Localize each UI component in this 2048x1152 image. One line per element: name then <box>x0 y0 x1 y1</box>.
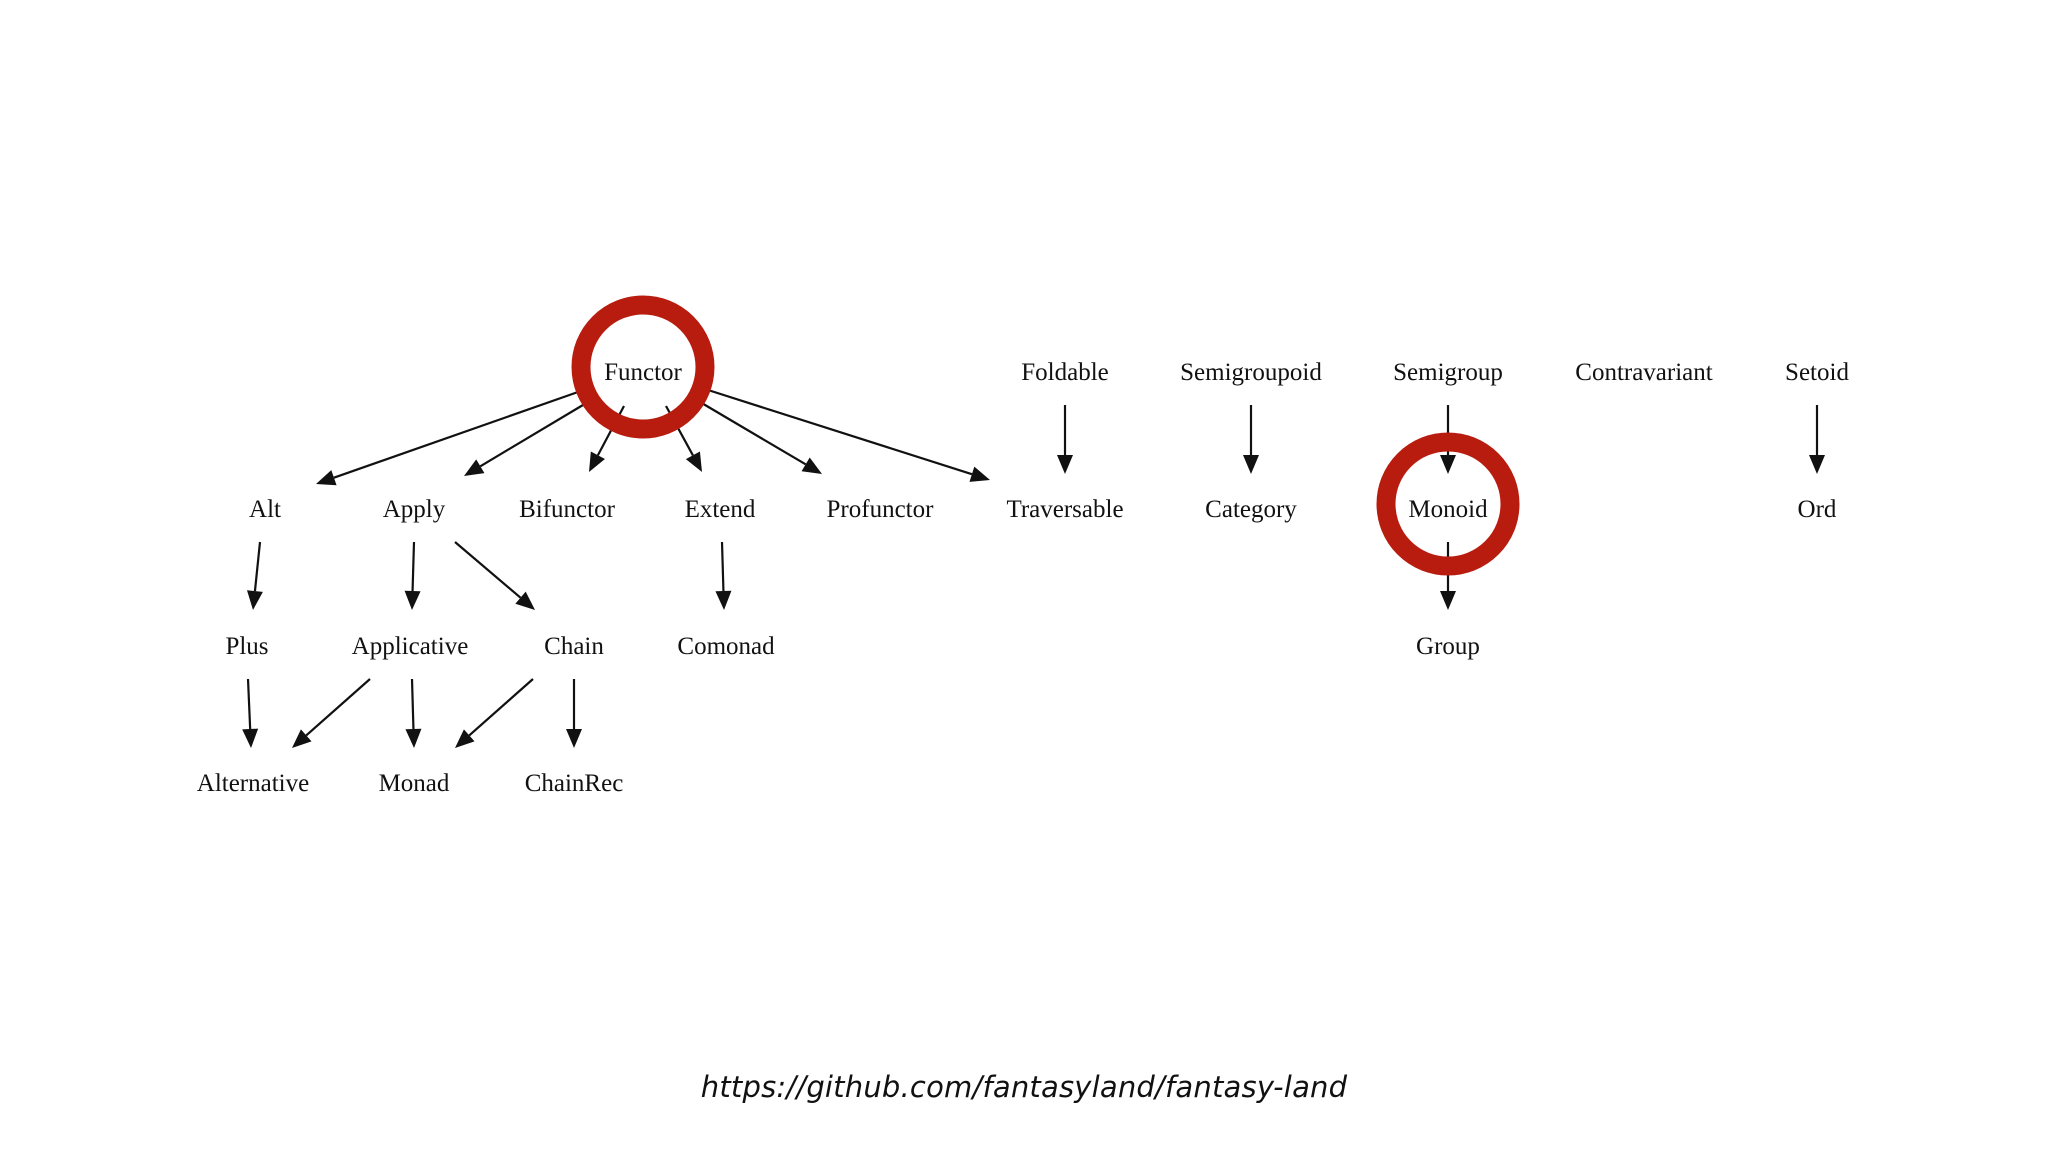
edge-line <box>699 401 807 466</box>
edge-extend-to-comonad <box>715 541 732 610</box>
edge-line <box>720 541 725 592</box>
edge-apply-to-applicative <box>404 541 421 610</box>
node-ord: Ord <box>1798 496 1837 523</box>
nodes-layer: Functor Foldable Semigroupoid Semigroup Cont… <box>197 359 1850 797</box>
edge-setoid-to-ord <box>1809 405 1825 474</box>
node-semigroupoid: Semigroupoid <box>1180 359 1322 386</box>
arrowhead <box>246 590 263 610</box>
arrowhead <box>242 728 259 748</box>
edge-line <box>707 388 973 476</box>
node-bifunctor: Bifunctor <box>519 496 615 523</box>
arrowhead <box>715 590 732 610</box>
arrowhead <box>316 470 337 486</box>
node-monad: Monad <box>379 770 450 797</box>
arrowhead <box>685 451 702 472</box>
node-category: Category <box>1205 496 1297 523</box>
node-functor: Functor <box>604 359 682 386</box>
node-chainrec: ChainRec <box>525 770 624 797</box>
edge-line <box>468 678 534 737</box>
highlight-rings-layer <box>571 295 1520 576</box>
node-comonad: Comonad <box>677 633 775 660</box>
arrowhead <box>515 591 535 610</box>
node-profunctor: Profunctor <box>827 496 935 523</box>
edge-semigroupoid-to-category <box>1243 405 1259 474</box>
edge-functor-to-profunctor <box>699 401 822 474</box>
edge-functor-to-alt <box>316 390 579 486</box>
arrowhead <box>292 729 312 748</box>
node-extend: Extend <box>685 496 756 523</box>
edge-functor-to-traversable <box>707 388 990 482</box>
arrowhead <box>1057 455 1073 474</box>
arrowhead <box>969 466 990 482</box>
arrowhead <box>464 459 485 476</box>
edge-line <box>454 541 522 599</box>
node-monoid: Monoid <box>1408 496 1488 523</box>
node-group: Group <box>1416 633 1480 660</box>
edge-chain-to-chainrec <box>566 679 582 748</box>
edge-chain-to-monad <box>455 678 534 748</box>
node-apply: Apply <box>383 496 446 523</box>
highlight-ring-monoid <box>1376 432 1520 576</box>
edge-alt-to-plus <box>246 541 263 610</box>
edge-functor-to-apply <box>464 401 589 476</box>
highlight-ring-functor <box>571 295 715 439</box>
edge-monoid-to-group <box>1440 542 1456 610</box>
node-plus: Plus <box>225 633 268 660</box>
edge-apply-to-chain <box>454 541 535 610</box>
edge-line <box>253 541 262 592</box>
arrowhead <box>801 457 822 474</box>
node-semigroup: Semigroup <box>1393 359 1503 386</box>
arrowhead <box>589 451 605 472</box>
arrowhead <box>1440 455 1456 474</box>
edge-applicative-to-monad <box>405 678 422 748</box>
arrowhead <box>566 729 582 748</box>
arrowhead <box>455 729 475 748</box>
edge-line <box>410 678 415 730</box>
edge-plus-to-alternative <box>242 678 259 748</box>
edge-line <box>411 541 416 592</box>
arrowhead <box>1243 455 1259 474</box>
edge-foldable-to-traversable <box>1057 405 1073 474</box>
arrowhead <box>405 728 422 748</box>
node-contravariant: Contravariant <box>1575 359 1713 386</box>
node-setoid: Setoid <box>1785 359 1849 386</box>
node-foldable: Foldable <box>1021 359 1109 386</box>
node-traversable: Traversable <box>1006 496 1123 523</box>
node-applicative: Applicative <box>352 633 469 660</box>
source-url-caption: https://github.com/fantasyland/fantasy-l… <box>700 1070 1348 1104</box>
arrowhead <box>404 590 421 610</box>
edge-line <box>305 678 371 737</box>
node-alt: Alt <box>249 496 281 523</box>
node-chain: Chain <box>544 633 604 660</box>
edge-line <box>333 390 579 479</box>
edges-layer <box>242 388 1825 748</box>
node-alternative: Alternative <box>197 770 309 797</box>
edge-line <box>479 401 589 468</box>
arrowhead <box>1809 455 1825 474</box>
edge-applicative-to-alternative <box>292 678 371 748</box>
edge-line <box>246 678 252 730</box>
arrowhead <box>1440 591 1456 610</box>
